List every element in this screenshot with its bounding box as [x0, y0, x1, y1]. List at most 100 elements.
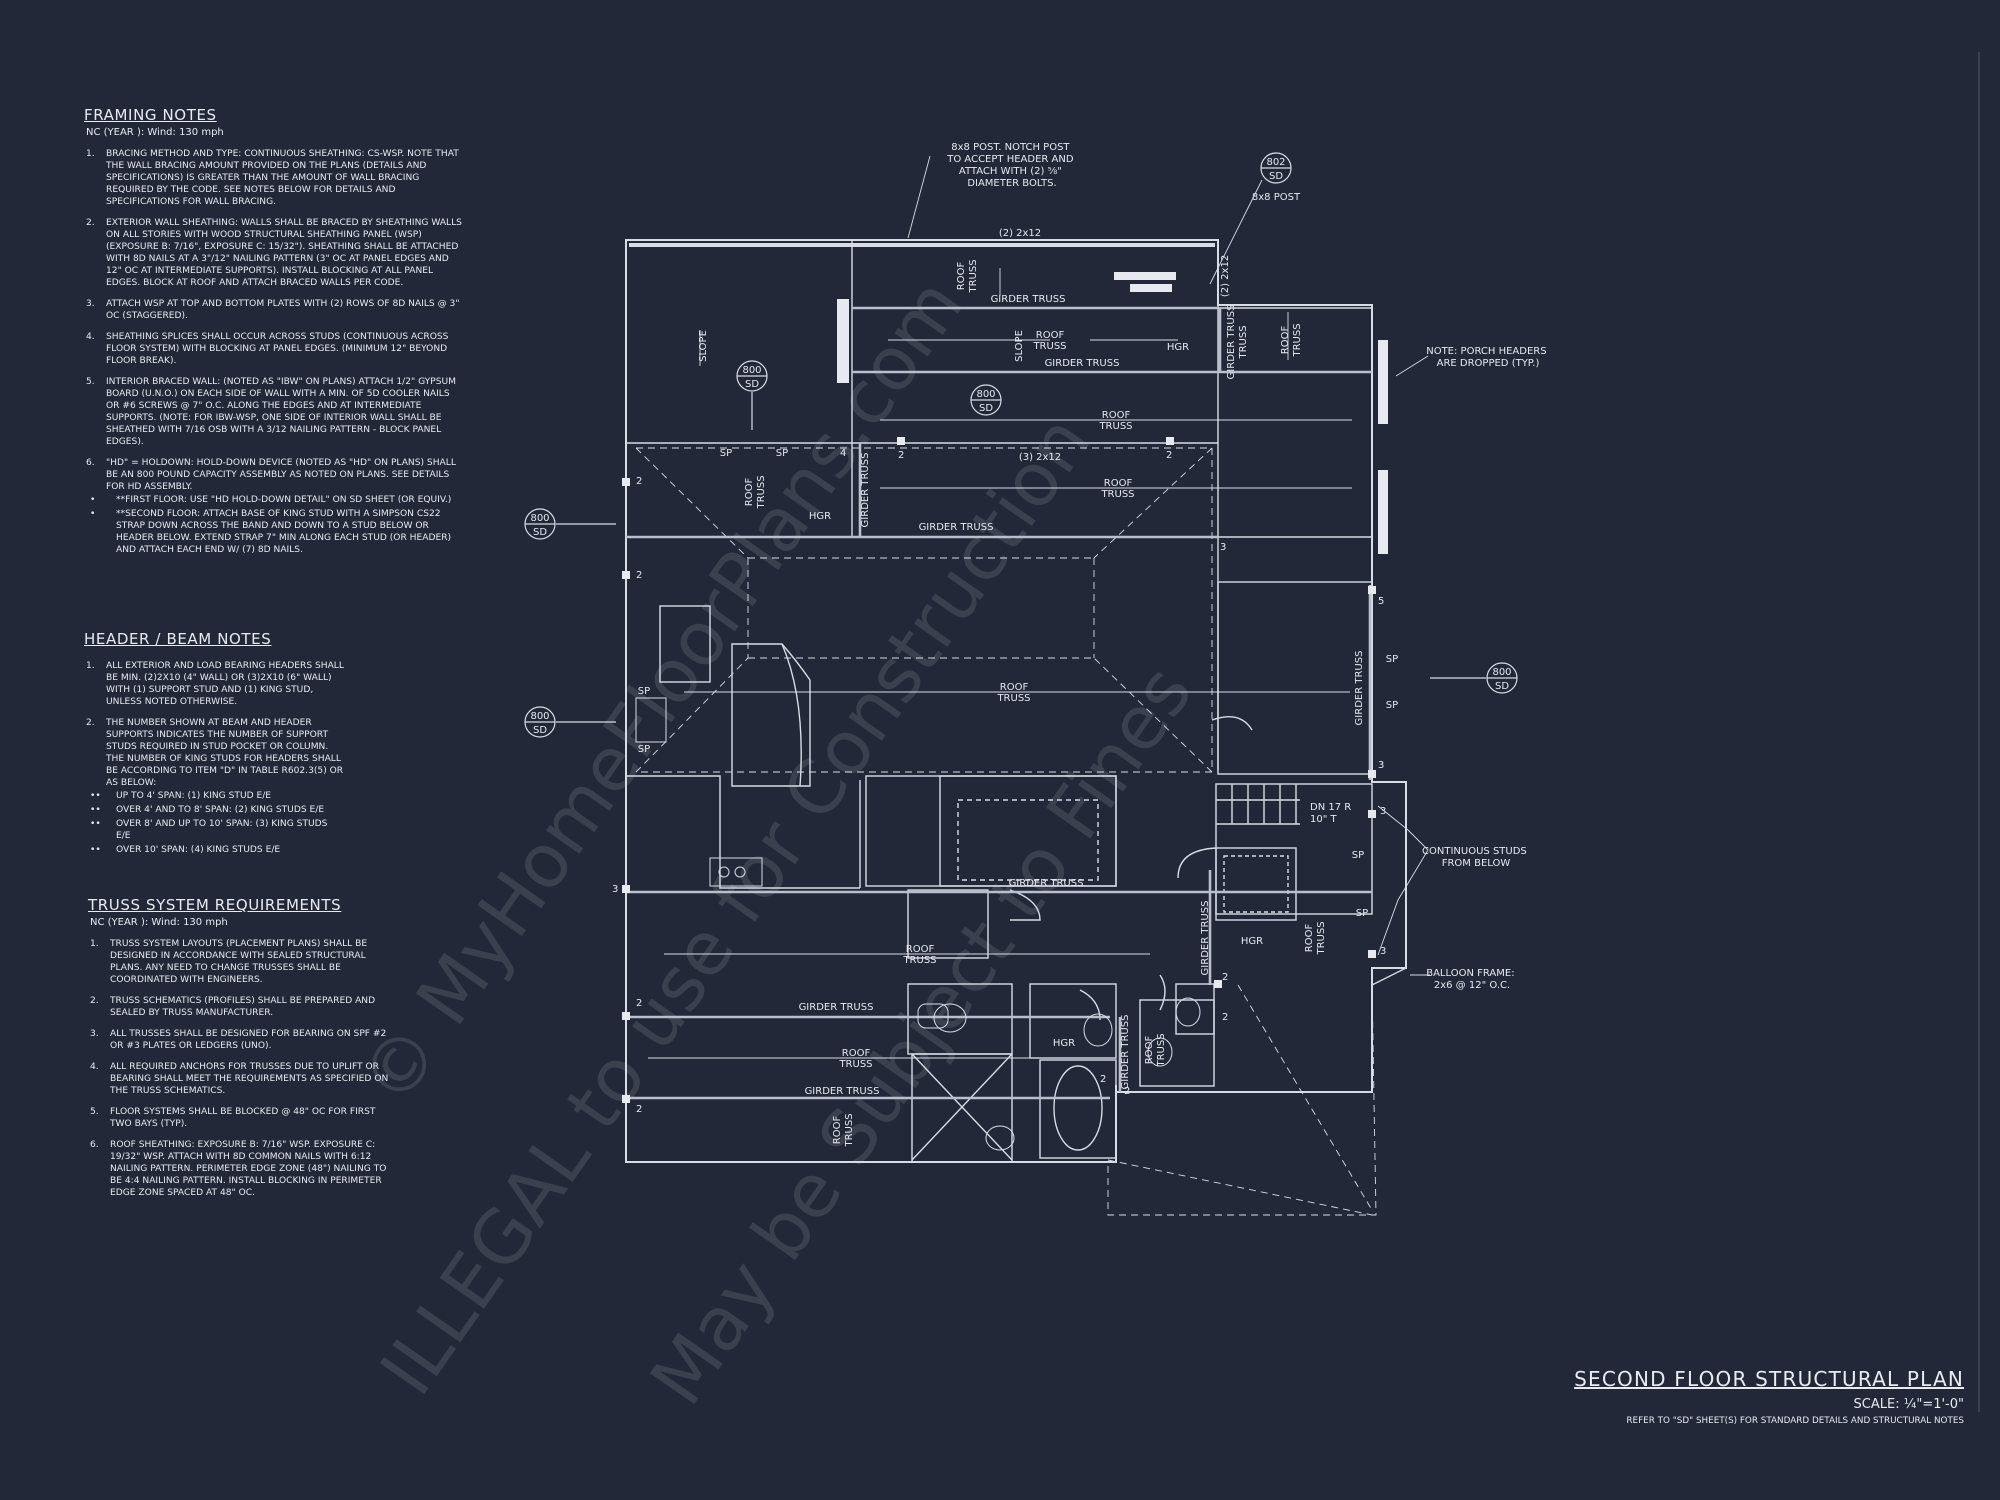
detail-tag-800[interactable]: 800 SD [524, 706, 556, 738]
label-sp: SP [1386, 700, 1398, 711]
sheet-title: SECOND FLOOR STRUCTURAL PLAN [1574, 1367, 1964, 1391]
label-truss: TRUSS [1098, 421, 1132, 432]
header-notes-title: HEADER / BEAM NOTES [84, 630, 272, 648]
svg-text:SD: SD [979, 403, 993, 414]
svg-text:2: 2 [636, 1104, 642, 1115]
framing-bullet: •**FIRST FLOOR: USE "HD HOLD-DOWN DETAIL… [90, 495, 452, 505]
framing-notes-title: FRAMING NOTES [84, 106, 217, 124]
framing-note: 4.SHEATHING SPLICES SHALL OCCUR ACROSS S… [86, 332, 449, 366]
label-roof-v: ROOF [1304, 924, 1315, 953]
header-note: 1.ALL EXTERIOR AND LOAD BEARING HEADERS … [86, 661, 344, 707]
detail-tag-802[interactable]: 802 SD [1260, 152, 1292, 184]
porch-callout: NOTE: PORCH HEADERS ARE DROPPED (TYP.) [1426, 346, 1550, 369]
fixtures [635, 697, 1201, 1151]
detail-tag-800[interactable]: 800 SD [1486, 662, 1518, 694]
label-girder-v: GIRDER TRUSS [1200, 901, 1211, 976]
header-note: 2.THE NUMBER SHOWN AT BEAM AND HEADER SU… [86, 718, 344, 788]
label-truss: TRUSS [996, 693, 1030, 704]
detail-tags[interactable]: 802 SD 800 SD 800 SD 800 SD 800 SD 800 S… [524, 152, 1518, 738]
leader-lines [907, 155, 1430, 976]
label-sp: SP [638, 686, 650, 697]
label-truss-v: TRUSS [756, 475, 767, 509]
framing-note: 1.BRACING METHOD AND TYPE: CONTINUOUS SH… [86, 149, 459, 207]
label-truss-v: TRUSS [844, 1113, 855, 1147]
stair-callout: DN 17 R 10" T [1310, 802, 1354, 825]
svg-text:3: 3 [1220, 542, 1226, 553]
svg-text:802: 802 [1266, 157, 1285, 168]
header-beam-notes: HEADER / BEAM NOTES 1.ALL EXTERIOR AND L… [84, 630, 344, 858]
label-2x12-v: (2) 2x12 [1220, 255, 1231, 297]
header-bullet: ••OVER 10' SPAN: (4) KING STUDS E/E [90, 845, 281, 855]
label-roof: ROOF [1000, 682, 1029, 693]
svg-text:800: 800 [530, 513, 549, 524]
svg-text:3: 3 [1380, 806, 1386, 817]
sheet-border [1978, 52, 1980, 1412]
balloon-callout: BALLOON FRAME: 2x6 @ 12" O.C. [1426, 968, 1518, 991]
label-roof-v: ROOF [832, 1116, 843, 1145]
roof-hip-lines[interactable] [635, 447, 1377, 1216]
framing-notes: FRAMING NOTES NC (YEAR ): Wind: 130 mph … [84, 106, 464, 558]
svg-text:SD: SD [533, 725, 547, 736]
svg-text:2: 2 [636, 570, 642, 581]
svg-text:3: 3 [612, 884, 618, 895]
label-roof-v: ROOF [1280, 326, 1291, 355]
detail-tag-800[interactable]: 800 SD [736, 360, 768, 392]
studs-callout: CONTINUOUS STUDS FROM BELOW [1422, 846, 1530, 869]
label-sp: SP [776, 448, 788, 459]
svg-text:SD: SD [745, 379, 759, 390]
header-markers [837, 272, 1388, 554]
post-callout: 8x8 POST. NOTCH POST TO ACCEPT HEADER AN… [946, 142, 1076, 189]
framing-note: 3.ATTACH WSP AT TOP AND BOTTOM PLATES WI… [86, 299, 460, 321]
label-girder-v: GIRDER TRUSS [1120, 1015, 1131, 1090]
svg-text:3: 3 [1378, 760, 1384, 771]
label-truss: TRUSS [1100, 489, 1134, 500]
label-slope: SLOPE [1014, 330, 1025, 362]
detail-tag-800[interactable]: 800 SD [524, 508, 556, 540]
framing-note: 2.EXTERIOR WALL SHEATHING: WALLS SHALL B… [86, 218, 462, 288]
svg-text:2: 2 [1222, 972, 1228, 983]
label-girder-v: GIRDER TRUSS [860, 453, 871, 528]
label-truss: TRUSS [1032, 341, 1066, 352]
label-girder: GIRDER TRUSS [991, 294, 1066, 305]
label-hgr: HGR [1167, 342, 1189, 353]
truss-note: 3.ALL TRUSSES SHALL BE DESIGNED FOR BEAR… [90, 1029, 387, 1051]
label-girder-v: GIRDER TRUSS [1226, 305, 1237, 380]
truss-notes: TRUSS SYSTEM REQUIREMENTS NC (YEAR ): Wi… [88, 896, 398, 1208]
label-hgr: HGR [1053, 1038, 1075, 1049]
stud-counts: 2 2 3 2 2 4 2 2 3 5 3 3 3 2 2 2 2 [612, 448, 1386, 1115]
label-hgr: HGR [809, 511, 831, 522]
label-sp: SP [1356, 908, 1368, 919]
label-girder-v: GIRDER TRUSS [1354, 651, 1365, 726]
label-truss: TRUSS [838, 1059, 872, 1070]
svg-text:2: 2 [898, 450, 904, 461]
svg-text:800: 800 [976, 389, 995, 400]
detail-tag-800[interactable]: 800 SD [970, 384, 1002, 416]
label-truss-v: TRUSS [1156, 1033, 1167, 1067]
label-truss-v: TRUSS [1316, 921, 1327, 955]
svg-text:2: 2 [636, 998, 642, 1009]
label-girder: GIRDER TRUSS [1045, 358, 1120, 369]
girder-truss-lines [626, 306, 1372, 1100]
sheet-reference: REFER TO "SD" SHEET(S) FOR STANDARD DETA… [1626, 1416, 1964, 1426]
title-block: SECOND FLOOR STRUCTURAL PLAN SCALE: ¼"=1… [1574, 1367, 1964, 1426]
svg-text:800: 800 [530, 711, 549, 722]
label-roof-v: ROOF [744, 478, 755, 507]
label-roof: ROOF [842, 1048, 871, 1059]
svg-text:2: 2 [636, 476, 642, 487]
label-girder: GIRDER TRUSS [1009, 878, 1084, 889]
svg-text:2: 2 [1222, 1012, 1228, 1023]
plan-labels: (2) 2x12 (3) 2x12 GIRDER TRUSS GIRDER TR… [638, 228, 1398, 1148]
framing-bullet: •**SECOND FLOOR: ATTACH BASE OF KING STU… [90, 509, 452, 555]
truss-note: 4.ALL REQUIRED ANCHORS FOR TRUSSES DUE T… [90, 1062, 389, 1096]
label-truss-v: TRUSS [1292, 323, 1303, 357]
svg-text:5: 5 [1378, 596, 1384, 607]
stud-dots [622, 437, 1376, 1103]
truss-notes-title: TRUSS SYSTEM REQUIREMENTS [88, 896, 342, 914]
framing-note: 6."HD" = HOLDOWN: HOLD-DOWN DEVICE (NOTE… [86, 458, 456, 492]
watermark: © MyHomeFloorPlans.com ILLEGAL to use fo… [344, 264, 1209, 1420]
label-roof: ROOF [906, 944, 935, 955]
label-sp: SP [1386, 654, 1398, 665]
svg-text:SD: SD [533, 527, 547, 538]
framing-notes-subtitle: NC (YEAR ): Wind: 130 mph [86, 127, 224, 138]
